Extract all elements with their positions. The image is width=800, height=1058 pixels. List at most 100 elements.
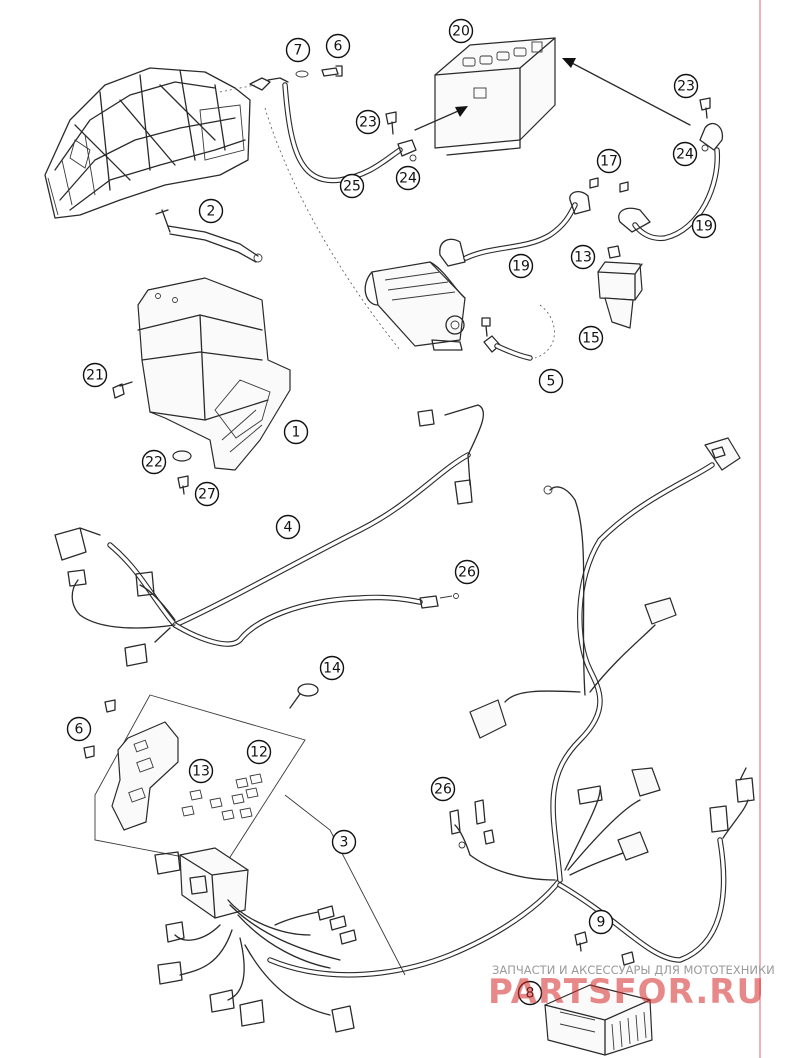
ground-strap-part [155,209,263,263]
main-harness-upper [54,404,484,667]
callout-21: 21 [82,362,108,388]
terminal-arrows [414,58,691,131]
callout-1: 1 [283,419,309,445]
callout-6: 6 [66,716,92,742]
callout-circle [198,198,224,224]
callout-number: 17 [600,154,618,170]
callout-number: 19 [512,259,530,275]
callout-circle [395,165,421,191]
callout-number: 23 [359,115,377,131]
small-bolts-17 [589,177,629,193]
ground-cable-part [249,65,417,184]
callout-number: 9 [597,915,606,931]
callout-circle [355,109,381,135]
box-fasteners [112,381,192,495]
callout-27: 27 [194,481,220,507]
frame-ground-leader [219,84,256,93]
callout-24: 24 [395,165,421,191]
callout-circle [325,33,351,59]
battery-part [434,37,556,156]
callout-circle [454,559,480,585]
callout-circle [691,213,717,239]
callout-circle [319,655,345,681]
callout-circle [517,980,543,1006]
callout-8: 8 [517,980,543,1006]
callout-number: 1 [292,425,301,441]
callout-circle [246,739,272,765]
callout-number: 20 [452,24,470,40]
cable-tie-part [289,683,319,709]
callout-24: 24 [672,141,698,167]
callout-layer: 20 7 6 23 23 24 24 25 2 17 19 19 13 15 5 21 1 22 27 4 26 14 6 1… [66,18,717,1006]
main-harness-lower [267,437,755,978]
callout-23: 23 [355,109,381,135]
callout-number: 3 [340,835,349,851]
callout-number: 5 [547,374,556,390]
battery-bolts [385,97,711,162]
callout-2: 2 [198,198,224,224]
callout-number: 7 [294,43,303,59]
callout-15: 15 [578,325,604,351]
callout-number: 24 [676,147,694,163]
callout-number: 12 [250,745,268,761]
starter-cable [439,190,591,267]
regulator-bolt [574,931,635,966]
callout-4: 4 [275,514,301,540]
callout-12: 12 [246,739,272,765]
callout-circle [331,829,357,855]
callout-circle [570,244,596,270]
callout-circle [82,362,108,388]
callout-22: 22 [141,449,167,475]
callout-number: 15 [582,331,600,347]
callout-circle [285,37,311,63]
callout-number: 14 [323,661,341,677]
callout-26: 26 [454,559,480,585]
callout-14: 14 [319,655,345,681]
callout-13: 13 [570,244,596,270]
harness-leader-line [284,794,406,976]
callout-circle [673,73,699,99]
callout-26: 26 [430,776,456,802]
callout-circle [66,716,92,742]
battery-positive-cable [618,123,724,242]
callout-circle [194,481,220,507]
harness-branches [157,899,357,1033]
callout-20: 20 [448,18,474,44]
callout-number: 2 [207,204,216,220]
fuse-plate-group [83,694,306,866]
callout-number: 25 [343,179,361,195]
callout-number: 27 [198,487,216,503]
callout-number: 19 [695,219,713,235]
callout-17: 17 [596,148,622,174]
callout-3: 3 [331,829,357,855]
callout-19: 19 [691,213,717,239]
callout-5: 5 [538,368,564,394]
callout-9: 9 [588,909,614,935]
callout-6: 6 [325,33,351,59]
watermark-tagline: ЗАПЧАСТИ И АКСЕССУАРЫ ДЛЯ МОТОТЕХНИКИ [492,963,775,977]
relay-block [154,847,249,919]
watermark-brand: PARTSFOR.RU [488,972,765,1012]
callout-7: 7 [285,37,311,63]
starter-relay-part [597,245,643,329]
callout-circle [141,449,167,475]
callout-circle [588,909,614,935]
battery-box-part [137,277,291,471]
callout-number: 4 [284,520,293,536]
callout-number: 26 [458,565,476,581]
callout-23: 23 [673,73,699,99]
callout-circle [275,514,301,540]
callout-13: 13 [188,758,214,784]
starter-cable-leader [534,304,555,359]
callout-circle [596,148,622,174]
starter-motor-part [364,261,533,361]
callout-circle [578,325,604,351]
callout-number: 26 [434,782,452,798]
callout-circle [430,776,456,802]
callout-19: 19 [508,253,534,279]
callout-circle [283,419,309,445]
callout-number: 6 [75,722,84,738]
callout-number: 6 [334,39,343,55]
starter-leader-line [264,107,401,351]
callout-number: 13 [574,250,592,266]
